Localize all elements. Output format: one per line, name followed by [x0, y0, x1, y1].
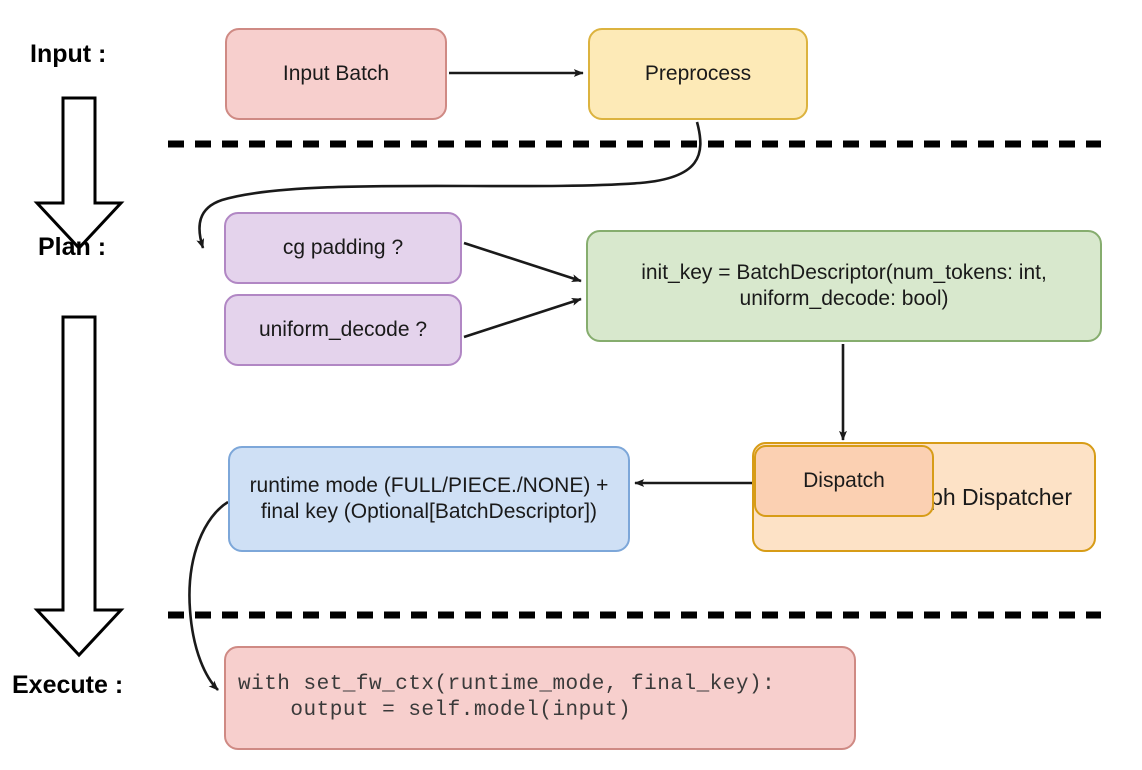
stage-label-input: Input :: [30, 40, 107, 68]
input-to-plan-arrow: [33, 96, 125, 251]
stage-label-plan: Plan :: [38, 233, 107, 261]
edge-runtime-mode-to-exec-code: [188, 500, 229, 691]
node-init-key[interactable]: init_key = BatchDescriptor(num_tokens: i…: [586, 230, 1102, 342]
plan-to-execute-arrow: [33, 315, 125, 658]
node-exec-code[interactable]: with set_fw_ctx(runtime_mode, final_key)…: [224, 646, 856, 750]
node-cg-padding[interactable]: cg padding ?: [224, 212, 462, 284]
node-preprocess[interactable]: Preprocess: [588, 28, 808, 120]
node-input-batch[interactable]: Input Batch: [225, 28, 447, 120]
edge-preprocess-to-cg-padding: [196, 121, 702, 249]
node-runtime-mode[interactable]: runtime mode (FULL/PIECE./NONE) + final …: [228, 446, 630, 552]
node-dispatch[interactable]: Dispatch: [754, 445, 934, 517]
edge-cg-padding-to-init-key: [463, 241, 582, 283]
edge-uniform-decode-to-init-key: [463, 297, 582, 339]
node-uniform-decode[interactable]: uniform_decode ?: [224, 294, 462, 366]
stage-label-execute: Execute :: [12, 671, 124, 699]
